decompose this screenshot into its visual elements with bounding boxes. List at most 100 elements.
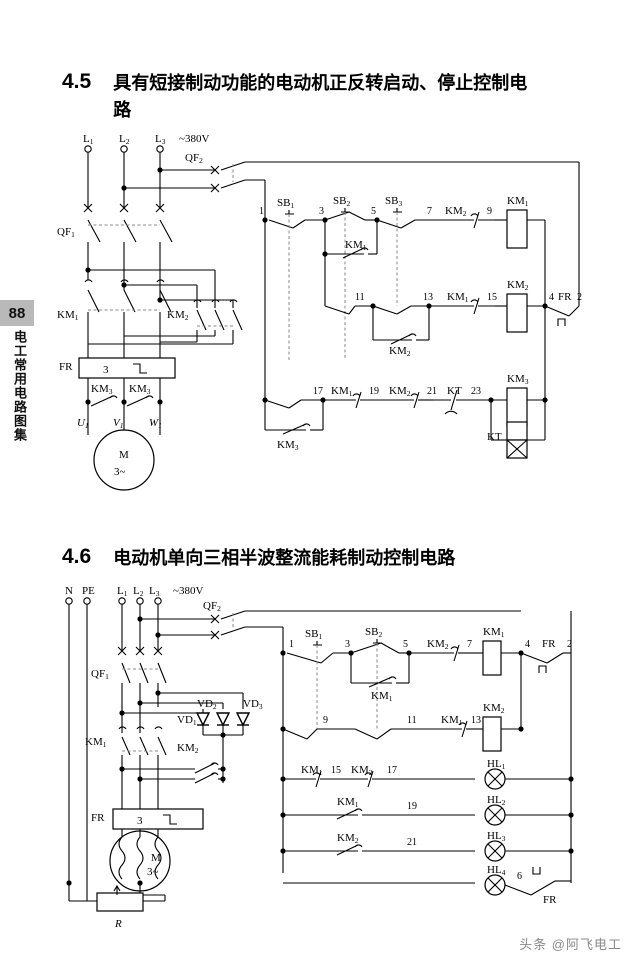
wire2-number-2: 2 [567,639,572,650]
timer-label-kt-contact: KT [447,385,462,397]
thermal-relay-fr [78,357,176,379]
diode-label-vd2: VD2 [197,698,217,711]
wire-number-3: 3 [319,206,324,217]
earth-label: PE [82,585,95,597]
thermal2-contact-label-b: FR [543,894,557,906]
thermal-contact2-fr [520,611,572,883]
coil-km3 [506,387,528,427]
holding-contact-km2 [373,306,430,345]
wire-number-11: 11 [355,292,365,303]
coil-label-km1: KM1 [507,195,529,208]
pushbutton2-sb2 [350,639,400,729]
wire2-number-3: 3 [345,639,350,650]
lamp-label-hl4: HL4 [487,864,506,877]
holding-label-km2: KM2 [389,345,411,358]
interlock2-km2-nc [409,644,473,662]
wire2-number-11: 11 [407,715,417,726]
holding-contact2-km1 [351,653,410,688]
interlock-km1-nc-2 [323,391,377,409]
pushbutton-sb2-nc [324,305,356,315]
timer-contact-kt [433,389,479,415]
coil2-km1 [482,640,502,676]
voltage-label: ~380V [179,133,209,145]
breaker-label-qf1: QF1 [57,226,75,239]
terminal-l1 [84,145,92,153]
lamp-contact-km1-nc [283,770,345,788]
motor-terminal-v1: V1 [113,417,123,430]
button-label-sb2: SB2 [333,195,350,208]
page-number: 88 [8,304,26,322]
thermal-contact-label-fr: FR [558,291,572,303]
pushbutton-sb3 [376,208,441,306]
wire-number-23: 23 [471,386,481,397]
terminal2-l2 [154,597,162,605]
terminal-l3 [156,145,164,153]
holding-contact-km1 [325,220,378,259]
wire-number-17: 17 [313,386,323,397]
running-head: 电工常用电路图集 [12,330,27,442]
wire2-number-21: 21 [407,837,417,848]
phase-label-l3: L3 [155,133,166,146]
wire-number-4: 4 [549,292,554,303]
terminal2-l3 [136,597,144,605]
interlock2-label-km2: KM2 [427,638,449,651]
section-number-2: 4.6 [62,545,92,568]
phase2-label-l3: L3 [149,585,160,598]
circuit-diagram-4-6: N PE L1 L2 L3 ~380V QF2 [55,583,595,933]
lamp-contact-km1-no [283,808,475,820]
neutral-label: N [65,585,73,597]
thermal2-label-fr: FR [91,812,105,824]
terminal-pe [83,597,91,605]
interlock2-km1-nc [439,720,479,738]
lamp-hl4 [484,874,506,896]
lamp-label-hl3: HL3 [487,830,506,843]
wire2-number-9: 9 [323,715,328,726]
contactor-label-km2-main: KM2 [167,309,189,322]
holding2-label-km1: KM1 [371,690,393,703]
wire2-number-13: 13 [471,715,481,726]
diode-label-vd1: VD1 [177,714,197,727]
phase2-label-l2: L2 [133,585,144,598]
motor-label: M [119,449,129,461]
phase2-label-l1: L1 [117,585,128,598]
contactor-label-km3-a: KM3 [91,383,113,396]
contactor2-km1-contacts [118,726,167,809]
lamp-contact-km2-nc [345,770,475,788]
page-number-tab: 88 [0,300,34,326]
timer-label-kt-coil: KT [487,431,502,443]
resistor-r [96,892,144,912]
pushbutton-sb3-nc [372,305,412,315]
coil2-km2 [482,716,502,752]
wire-number-9: 9 [487,206,492,217]
contactor-km1-main-contacts [84,279,172,348]
wire-number-7: 7 [427,206,432,217]
interlock-label-km1-b: KM1 [331,385,353,398]
motor-terminal-u1: U1 [77,417,89,430]
section-title: 具有短接制动功能的电动机正反转启动、停止控制电路 [113,73,528,120]
motor-symbol [93,429,155,491]
circuit-diagram-4-5: L1 L2 L3 ~380V QF2 QF1 [55,130,585,510]
breaker2-qf1 [117,646,167,733]
lamp-hl2 [484,804,506,826]
pushbutton-sb1 [268,210,325,360]
button-label-sb1: SB1 [277,197,294,210]
thermal2-contact-label: FR [542,638,556,650]
pushbutton-sb2 [324,208,366,360]
diode-vd3 [235,712,251,735]
lamp-contact-label-km2-a: KM2 [351,764,373,777]
wire-number-5: 5 [371,206,376,217]
wire-number-1: 1 [259,206,264,217]
interlock-km2-nc-2 [377,391,433,409]
lamp-contact-km2-no [283,844,475,856]
terminal-n [65,597,73,605]
breaker2-label-qf1: QF1 [91,668,109,681]
coil2-label-km2: KM2 [483,702,505,715]
thermal-relay2-value: 3 [137,815,143,827]
diode-vd1 [195,712,211,735]
coil-label-km2: KM2 [507,279,529,292]
thermal-relay-label-fr: FR [59,361,73,373]
thermal-relay-value: 3 [103,364,109,376]
lamp-hl3 [484,840,506,862]
contactor-label-km3-b: KM3 [129,383,151,396]
terminal2-l1 [118,597,126,605]
